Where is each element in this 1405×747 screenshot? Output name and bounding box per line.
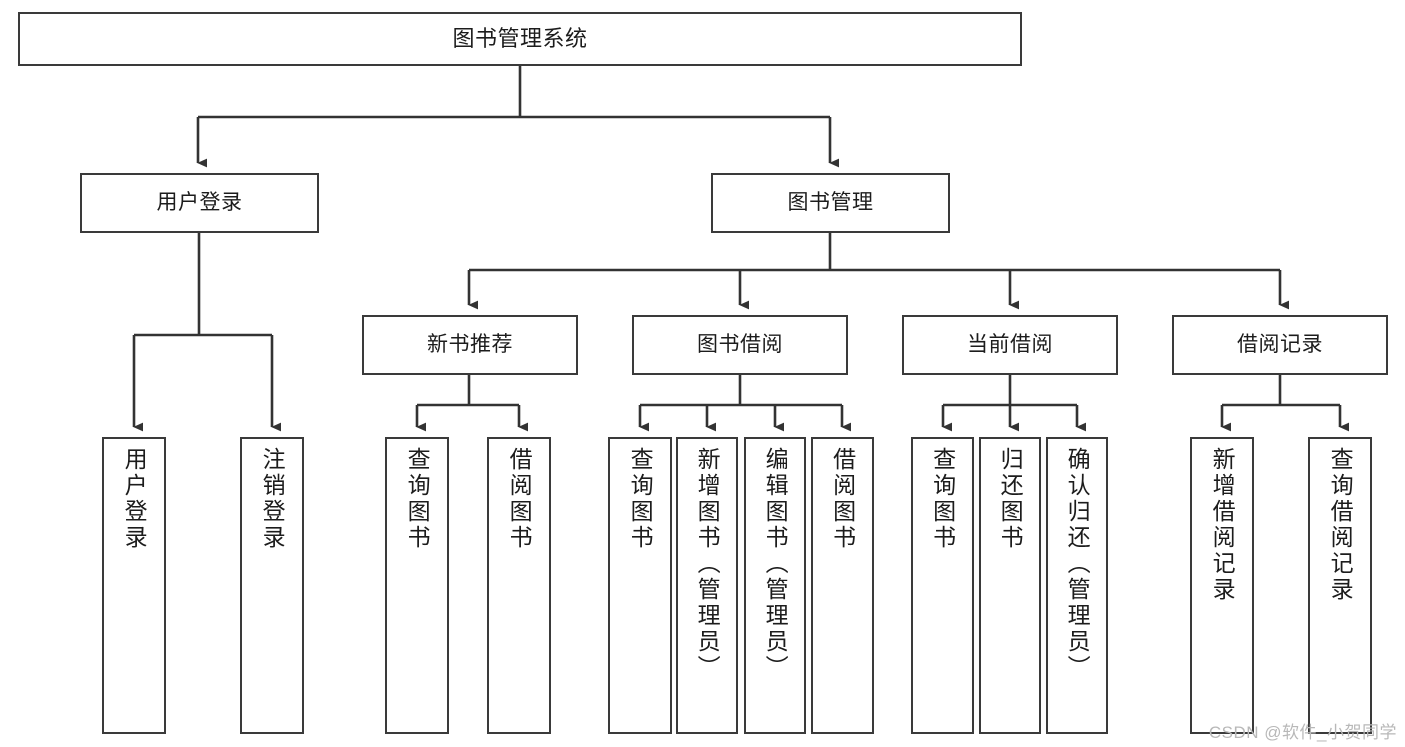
- node-label: 新书推荐: [427, 332, 513, 356]
- node-user-login[interactable]: 用户登录: [80, 173, 319, 233]
- leaf-book-borrow-edit-book-admin[interactable]: 编辑图书（管理员）: [744, 437, 806, 734]
- node-label: 借阅图书: [506, 447, 533, 551]
- node-label: 用户登录: [156, 190, 243, 214]
- node-label: 借阅图书: [829, 447, 856, 551]
- leaf-user-login-login[interactable]: 用户登录: [102, 437, 166, 734]
- leaf-borrow-record-add-record[interactable]: 新增借阅记录: [1190, 437, 1254, 734]
- leaf-new-book-query-book[interactable]: 查询图书: [385, 437, 449, 734]
- node-current-borrow[interactable]: 当前借阅: [902, 315, 1118, 375]
- leaf-book-borrow-add-book-admin[interactable]: 新增图书（管理员）: [676, 437, 738, 734]
- leaf-book-borrow-query-book[interactable]: 查询图书: [608, 437, 672, 734]
- node-label: 当前借阅: [967, 332, 1053, 356]
- node-label: 新增借阅记录: [1209, 447, 1236, 603]
- node-label: 图书借阅: [697, 332, 783, 356]
- node-label: 新增图书（管理员）: [694, 447, 721, 681]
- node-borrow-record[interactable]: 借阅记录: [1172, 315, 1388, 375]
- node-label: 查询图书: [404, 447, 431, 551]
- node-label: 归还图书: [997, 447, 1024, 551]
- node-label: 用户登录: [121, 447, 148, 551]
- node-book-management[interactable]: 图书管理: [711, 173, 950, 233]
- leaf-current-borrow-confirm-return-admin[interactable]: 确认归还（管理员）: [1046, 437, 1108, 734]
- node-label: 图书管理: [787, 190, 874, 214]
- leaf-book-borrow-borrow-book[interactable]: 借阅图书: [811, 437, 874, 734]
- node-label: 查询借阅记录: [1327, 447, 1354, 603]
- node-label: 注销登录: [259, 447, 286, 551]
- csdn-watermark: CSDN @软件_小贺同学: [1208, 723, 1397, 742]
- leaf-current-borrow-query-book[interactable]: 查询图书: [911, 437, 974, 734]
- node-label: 编辑图书（管理员）: [762, 447, 789, 681]
- node-label: 确认归还（管理员）: [1064, 447, 1091, 681]
- leaf-current-borrow-return-book[interactable]: 归还图书: [979, 437, 1041, 734]
- node-label: 查询图书: [929, 447, 956, 551]
- leaf-new-book-borrow-book[interactable]: 借阅图书: [487, 437, 551, 734]
- node-label: 查询图书: [627, 447, 654, 551]
- node-label: 图书管理系统: [452, 26, 588, 52]
- node-root-book-management-system[interactable]: 图书管理系统: [18, 12, 1022, 66]
- leaf-user-login-logout[interactable]: 注销登录: [240, 437, 304, 734]
- node-book-borrow[interactable]: 图书借阅: [632, 315, 848, 375]
- node-label: 借阅记录: [1237, 332, 1323, 356]
- leaf-borrow-record-query-record[interactable]: 查询借阅记录: [1308, 437, 1372, 734]
- node-new-book-recommend[interactable]: 新书推荐: [362, 315, 578, 375]
